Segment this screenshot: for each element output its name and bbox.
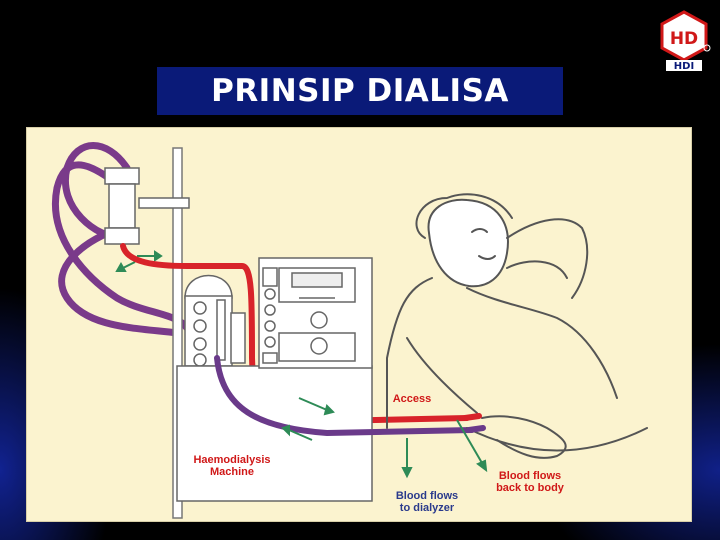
back-to-body-label: Blood flows back to body xyxy=(475,470,585,494)
blood-pump xyxy=(185,276,232,367)
dialysis-illustration xyxy=(27,128,691,521)
access-label: Access xyxy=(382,393,442,405)
title-banner: PRINSIP DIALISA xyxy=(157,67,563,115)
dialysis-diagram: Access Haemodialysis Machine Blood flows… xyxy=(26,127,692,522)
logo-text: HD xyxy=(670,29,698,49)
to-dialyzer-line1: Blood flows xyxy=(372,490,482,502)
back-to-body-line1: Blood flows xyxy=(475,470,585,482)
access-point xyxy=(465,416,483,430)
slide-title: PRINSIP DIALISA xyxy=(211,73,509,109)
back-to-body-line2: back to body xyxy=(475,482,585,494)
machine-label-line1: Haemodialysis xyxy=(177,454,287,466)
hdi-logo-icon: HD HDI xyxy=(656,10,712,72)
to-dialyzer-label: Blood flows to dialyzer xyxy=(372,490,482,514)
machine-label: Haemodialysis Machine xyxy=(177,454,287,478)
machine-label-line2: Machine xyxy=(177,466,287,478)
to-dialyzer-line2: to dialyzer xyxy=(372,502,482,514)
logo-subtext: HDI xyxy=(674,61,694,72)
hdi-logo: HD HDI xyxy=(656,10,712,72)
